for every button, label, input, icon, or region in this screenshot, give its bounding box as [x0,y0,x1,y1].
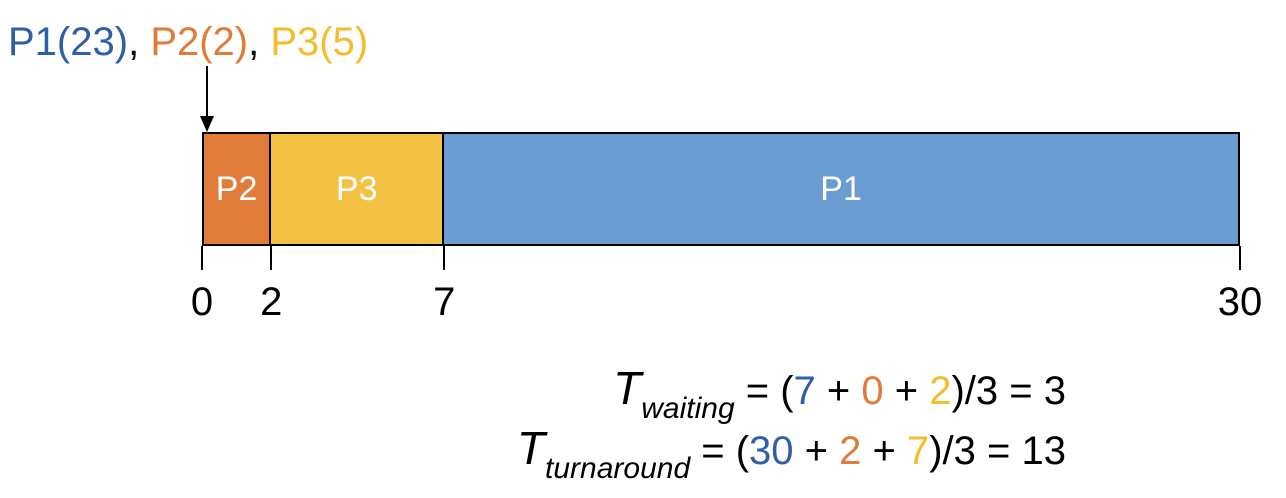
formula-term-p1: 30 [749,429,794,473]
formula-symbol: T [516,422,546,474]
arrival-arrow-icon [200,66,214,132]
formula-term-p3: 2 [929,369,952,413]
tick-mark [270,246,273,270]
time-axis: 0 2 7 30 [0,246,1286,346]
process-p3-label: P3(5) [270,20,369,64]
formula-plus: + [815,369,862,413]
segment-label: P3 [335,169,378,208]
formula-term-p2: 0 [861,369,884,413]
gantt-segment-p2: P2 [202,132,272,246]
separator: , [128,20,140,64]
formula-plus: + [793,429,840,473]
formula-term-p1: 7 [793,369,816,413]
tick-label: 0 [190,280,214,324]
process-list-header: P1(23), P2(2), P3(5) [8,14,368,70]
tick-label: 30 [1217,280,1263,324]
process-p2-label: P2(2) [150,20,249,64]
formula-plus: + [883,369,930,413]
formula-subscript: waiting [641,392,735,425]
gantt-segment-p3: P3 [271,132,445,246]
formula-symbol: T [613,362,642,414]
formula-equals: = ( [690,429,750,473]
formula-tail: )/3 = 13 [929,429,1066,473]
gantt-segment-p1: P1 [444,132,1240,246]
formula-tail: )/3 = 3 [951,369,1066,413]
formula-plus: + [861,429,907,473]
segment-label: P1 [820,169,862,208]
formula-term-p2: 2 [839,429,862,473]
tick-label: 2 [260,280,283,324]
tick-mark [1239,246,1241,270]
process-p1-label: P1(23) [8,20,129,64]
tick-mark [201,246,203,270]
tick-mark [443,246,446,270]
formula-term-p3: 7 [906,429,930,473]
formula-subscript: turnaround [545,452,691,485]
segment-label: P2 [215,169,258,208]
gantt-chart: P2 P3 P1 [202,132,1240,246]
tick-label: 7 [433,280,456,324]
waiting-time-formula: Twaiting = (7 + 0 + 2)/3 = 3 [613,360,1066,425]
turnaround-time-formula: Tturnaround = (30 + 2 + 7)/3 = 13 [516,420,1066,485]
separator: , [248,20,260,64]
formula-equals: = ( [734,369,794,413]
